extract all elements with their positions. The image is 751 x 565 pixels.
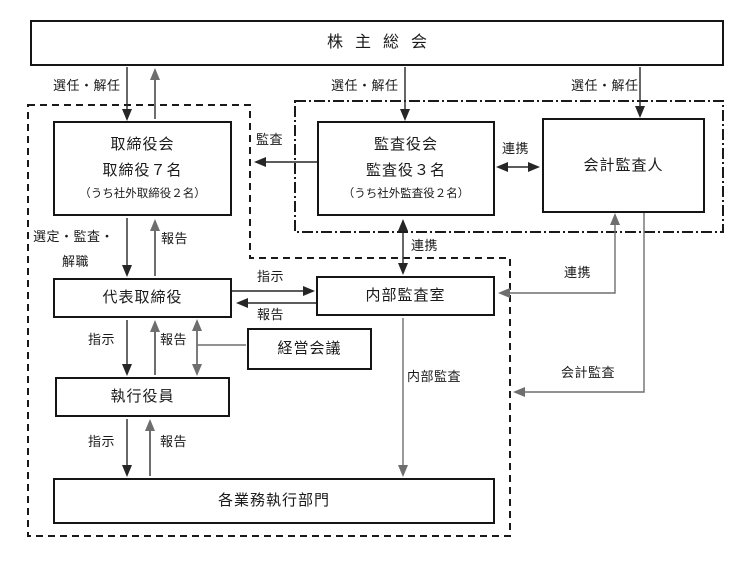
node-audit-supervisory-board: 監査役会 監査役３名 （うち社外監査役２名） xyxy=(317,121,495,216)
edge-label-report-from-departments: 報告 xyxy=(160,434,188,449)
edge-label-cooperation-audit-accounting: 連携 xyxy=(502,141,530,156)
edge-label-select-audit-dismiss-line2: 解職 xyxy=(62,254,90,269)
node-management-meeting: 経営会議 xyxy=(247,328,372,370)
node-internal-audit-office: 内部監査室 xyxy=(316,276,495,316)
node-executive-officers: 執行役員 xyxy=(55,377,230,417)
node-operating-departments: 各業務執行部門 xyxy=(53,478,495,524)
edge-label-instruct-internal-audit: 指示 xyxy=(257,269,285,284)
edge-label-report-from-internal-audit: 報告 xyxy=(257,307,285,322)
audit-supervisory-board-note: （うち社外監査役２名） xyxy=(342,187,470,200)
edge-label-elect-dismiss-audit-board: 選任・解任 xyxy=(331,78,399,93)
edge-label-cooperation-accounting-internal: 連携 xyxy=(564,265,592,280)
board-of-directors-note: （うち社外取締役２名） xyxy=(79,187,206,200)
board-of-directors-members: 取締役７名 xyxy=(102,161,183,179)
node-shareholders-meeting: 株主総会 xyxy=(30,20,724,66)
node-representative-director: 代表取締役 xyxy=(53,278,232,318)
audit-group-dashdot-outline xyxy=(294,100,724,233)
audit-supervisory-board-members: 監査役３名 xyxy=(365,161,446,179)
edge-label-audit: 監査 xyxy=(256,132,284,147)
board-of-directors-title: 取締役会 xyxy=(110,135,175,153)
edge-label-elect-dismiss-accounting-auditor: 選任・解任 xyxy=(571,78,639,93)
arrow-cooperation-accounting-internal xyxy=(498,213,620,298)
edge-label-report-to-board: 報告 xyxy=(161,231,189,246)
node-board-of-directors: 取締役会 取締役７名 （うち社外取締役２名） xyxy=(53,121,232,216)
edge-label-elect-dismiss-board: 選任・解任 xyxy=(53,78,121,93)
audit-supervisory-board-title: 監査役会 xyxy=(373,135,438,153)
arrow-accounting-audit xyxy=(513,213,645,397)
edge-label-accounting-audit: 会計監査 xyxy=(561,365,616,380)
node-accounting-auditor: 会計監査人 xyxy=(542,118,705,213)
internal-group-dashed-outline xyxy=(27,104,511,537)
edge-label-report-from-executive: 報告 xyxy=(160,332,188,347)
edge-label-select-audit-dismiss-line1: 選定・監査・ xyxy=(33,229,115,244)
edge-label-cooperation-audit-internal: 連携 xyxy=(411,238,439,253)
edge-label-instruct-departments: 指示 xyxy=(88,434,116,449)
edge-label-internal-audit: 内部監査 xyxy=(407,369,462,384)
edge-label-instruct-executive: 指示 xyxy=(88,332,116,347)
